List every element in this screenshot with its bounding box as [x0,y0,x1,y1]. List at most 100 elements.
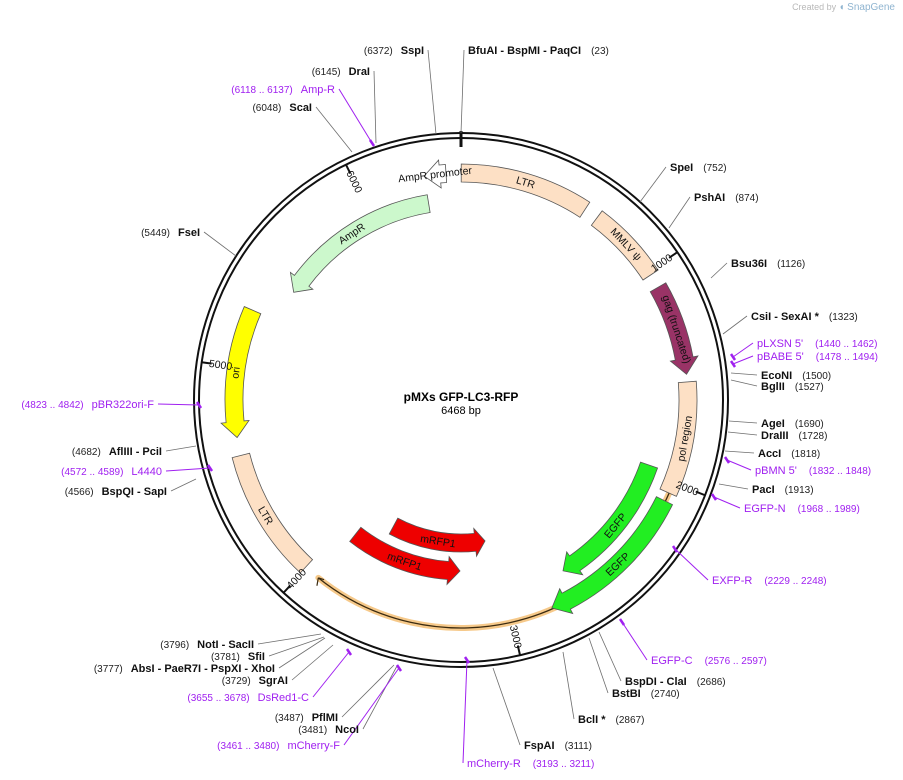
site-leader-bglii [730,379,758,387]
site-enzymes: SgrAI [259,675,288,687]
site-position: (1690) [795,419,824,430]
site-enzymes: AbsI - PaeR7I - PspXI - XhoI [131,663,275,675]
site-label-econi: EcoNI (1500) [761,370,831,382]
primer-label-plxsn-5: pLXSN 5'(1440 .. 1462) [757,338,877,350]
site-label-acci: AccI (1818) [758,448,820,460]
site-enzymes: BstBI [612,688,641,700]
site-leader-scai [315,106,353,153]
site-leader-paci [718,483,749,490]
ruler-label-5000: 5000 [208,358,233,373]
site-enzymes: AccI [758,448,781,460]
site-enzymes: BspDI - ClaI [625,676,687,688]
feature-mrfp1-6 [349,526,461,586]
site-label-sfii: (3781)SfiI [211,651,265,663]
site-leader-fspai [492,667,521,746]
plasmid-name: pMXs GFP-LC3-RFP [404,390,519,404]
site-position: (2686) [697,677,726,688]
snapgene-logo-icon: ◖ [838,2,845,13]
ruler-tick-6000 [345,164,352,175]
feature-egfp-4 [551,496,674,615]
site-label-spei: SpeI(752) [670,162,727,174]
site-label-bspqi: (4566)BspQI - SapI [65,486,167,498]
site-enzymes: BclI * [578,714,606,726]
feature-mrfp1-7 [388,517,486,558]
primer-leader-amp-r [338,88,373,144]
site-leader-csii [722,315,748,335]
site-leader-bstbi [588,637,609,694]
site-position: (5449) [141,228,170,239]
site-label-bfuai: BfuAI - BspMI - PaqCI(23) [468,45,609,57]
site-enzymes: FseI [178,227,200,239]
site-enzymes: BglII [761,381,785,393]
primer-leader-egfp-n [713,496,741,509]
site-enzymes: EcoNI [761,370,792,382]
primer-leader-mcherry-f [343,667,400,746]
site-label-bcli: BclI * (2867) [578,714,644,726]
site-position: (2867) [616,715,645,726]
feature-label-ltr-0: LTR [515,174,537,191]
site-enzymes: DraI [349,66,370,78]
feature-egfp-5 [562,461,659,576]
feature-label-ori-9: ori [229,366,242,379]
ruler-label-1000: 1000 [649,252,675,275]
ruler-tick-5000 [201,361,212,365]
site-label-scai: (6048)ScaI [252,102,312,114]
site-leader-sfii [268,636,325,657]
ruler-label-2000: 2000 [674,479,700,499]
primer-leader-pbmn-5 [726,459,752,471]
primer-label-l4440: (4572 .. 4589)L4440 [61,466,162,478]
site-label-sgrai: (3729)SgrAI [222,675,288,687]
ruler-label-6000: 6000 [343,169,364,195]
site-position: (23) [591,46,609,57]
site-leader-noti [257,633,322,645]
primer-leader-l4440 [165,467,211,472]
plasmid-length: 6468 bp [441,405,481,417]
site-position: (1323) [829,312,858,323]
ruler-tick-2000 [695,490,706,497]
primer-range: (2229 .. 2248) [764,576,826,587]
highlight-arrowhead [316,577,325,586]
ruler-tick-1000 [668,251,678,259]
site-label-fsei: (5449) FseI [141,227,200,239]
site-position: (1500) [802,371,831,382]
primer-range: (4572 .. 4589) [61,467,123,478]
site-position: (3481) [298,725,327,736]
site-leader-bspqi [170,478,197,492]
primer-label-egfp-n: EGFP-N(1968 .. 1989) [744,503,860,515]
site-enzymes: CsiI - SexAI * [751,311,820,323]
primer-range: (3193 .. 3211) [533,759,595,770]
site-label-bspdi: BspDI - ClaI (2686) [625,676,726,688]
site-label-bstbi: BstBI(2740) [612,688,680,700]
ruler-tick-3000 [516,645,522,656]
site-leader-bspdi [598,631,622,682]
site-leader-sspi [427,49,437,135]
site-position: (1818) [791,449,820,460]
primer-name: pBMN 5' [755,465,797,477]
primer-mark-pbmn-5 [723,456,731,464]
site-position: (1527) [795,382,824,393]
site-label-fspai: FspAI(3111) [524,740,592,752]
site-leader-absi [278,637,326,669]
site-enzymes: AgeI [761,418,785,430]
feature-ltr-8 [231,452,314,574]
primer-mark-mcherry-r [463,656,471,664]
site-position: (1728) [799,431,828,442]
primer-range: (1968 .. 1989) [798,504,860,515]
primer-name: DsRed1-C [258,692,309,704]
site-leader-acci [724,450,755,454]
primer-name: mCherry-R [467,758,521,770]
primer-range: (4823 .. 4842) [21,400,83,411]
site-leader-fsei [203,231,237,257]
site-enzymes: ScaI [289,102,312,114]
primer-name: pBABE 5' [757,351,804,363]
brand-app-name: SnapGene [847,2,895,13]
site-leader-draiii [727,431,758,436]
site-position: (6145) [312,67,341,78]
primer-leader-pbr322ori-f [157,403,200,406]
brand-created-by: Created by [792,2,837,12]
primer-leader-plxsn-5 [732,342,754,358]
snapgene-brand: Created by ◖ SnapGene [792,2,895,13]
site-label-pshai: PshAI(874) [694,192,759,204]
site-enzymes: SspI [401,45,424,57]
